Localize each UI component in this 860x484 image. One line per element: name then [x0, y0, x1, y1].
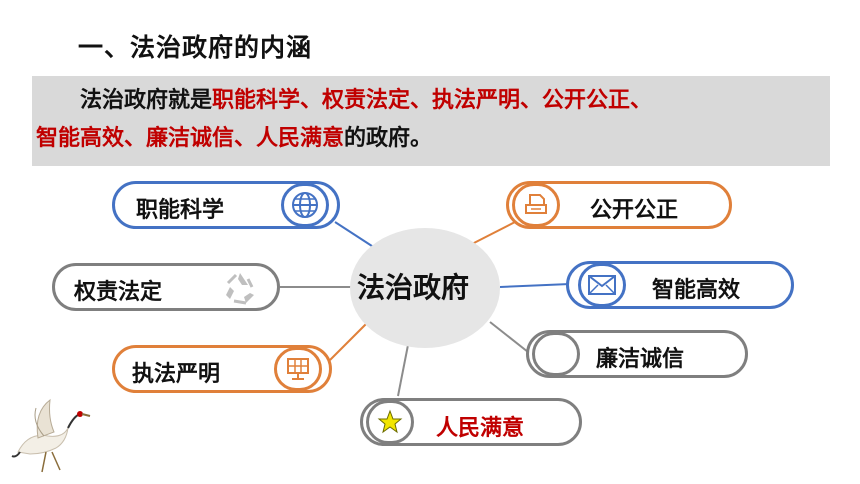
node-quanze-fading-label: 权责法定	[74, 280, 163, 305]
blank-icon	[532, 332, 580, 376]
node-lianjie-chengxin-label: 廉洁诚信	[596, 347, 685, 372]
definition-highlight-1: 职能科学、权责法定、执法严明、公开公正、	[212, 88, 653, 113]
center-label: 法治政府	[357, 271, 470, 304]
connector-n7	[469, 221, 516, 246]
definition-suffix: 的政府。	[344, 126, 433, 151]
page-title: 一、法治政府的内涵	[78, 33, 313, 62]
definition-text: 法治政府就是职能科学、权责法定、执法严明、公开公正、 智能高效、廉洁诚信、人民满…	[32, 82, 826, 158]
definition-box: 法治政府就是职能科学、权责法定、执法严明、公开公正、 智能高效、廉洁诚信、人民满…	[32, 76, 830, 166]
node-gongkai-gongzheng-label: 公开公正	[590, 198, 679, 223]
crane-illustration	[11, 398, 91, 473]
envelope-icon	[578, 263, 626, 307]
globe-icon	[281, 183, 329, 227]
connector-n1	[334, 221, 376, 249]
definition-prefix: 法治政府就是	[80, 88, 213, 113]
node-zhifa-yanming-label: 执法严明	[132, 362, 221, 387]
definition-highlight-2: 智能高效、廉洁诚信、人民满意	[36, 126, 345, 151]
node-renmin-manyi-label: 人民满意	[436, 416, 525, 441]
solar-panel-icon	[274, 347, 322, 391]
star-icon	[366, 400, 414, 444]
node-zhineng-kexue-label: 职能科学	[136, 198, 225, 223]
connector-n6	[499, 283, 571, 288]
node-zhineng-gaoxiao-label: 智能高效	[652, 278, 741, 303]
recycle-icon	[216, 266, 264, 310]
center-circle	[350, 228, 500, 348]
printer-icon	[512, 183, 560, 227]
connector-n5	[489, 321, 529, 353]
connector-n3	[329, 321, 369, 361]
connector-n4	[397, 344, 409, 397]
